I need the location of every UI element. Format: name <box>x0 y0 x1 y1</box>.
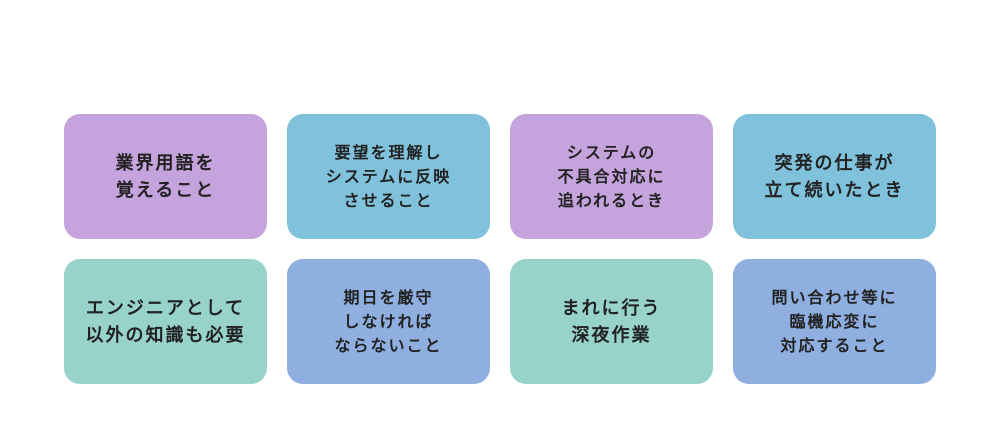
card-text: システムの 不具合対応に 追われるとき <box>557 142 666 210</box>
card-system-bugs: システムの 不具合対応に 追われるとき <box>510 114 713 239</box>
card-other-knowledge: エンジニアとして 以外の知識も必要 <box>64 259 267 384</box>
card-sudden-work: 突発の仕事が 立て続いたとき <box>733 114 936 239</box>
card-understand-requests: 要望を理解し システムに反映 させること <box>287 114 490 239</box>
card-text: 業界用語を 覚えること <box>115 152 216 201</box>
card-text: 突発の仕事が 立て続いたとき <box>764 152 905 201</box>
card-text: まれに行う 深夜作業 <box>561 297 662 346</box>
card-text: 問い合わせ等に 臨機応変に 対応すること <box>771 287 898 355</box>
card-grid: 業界用語を 覚えること 要望を理解し システムに反映 させること システムの 不… <box>64 114 936 384</box>
card-text: エンジニアとして 以外の知識も必要 <box>85 297 246 346</box>
card-industry-terms: 業界用語を 覚えること <box>64 114 267 239</box>
card-night-work: まれに行う 深夜作業 <box>510 259 713 384</box>
card-text: 要望を理解し システムに反映 させること <box>325 142 452 210</box>
card-deadlines: 期日を厳守 しなければ ならないこと <box>287 259 490 384</box>
card-text: 期日を厳守 しなければ ならないこと <box>334 287 443 355</box>
card-inquiries: 問い合わせ等に 臨機応変に 対応すること <box>733 259 936 384</box>
